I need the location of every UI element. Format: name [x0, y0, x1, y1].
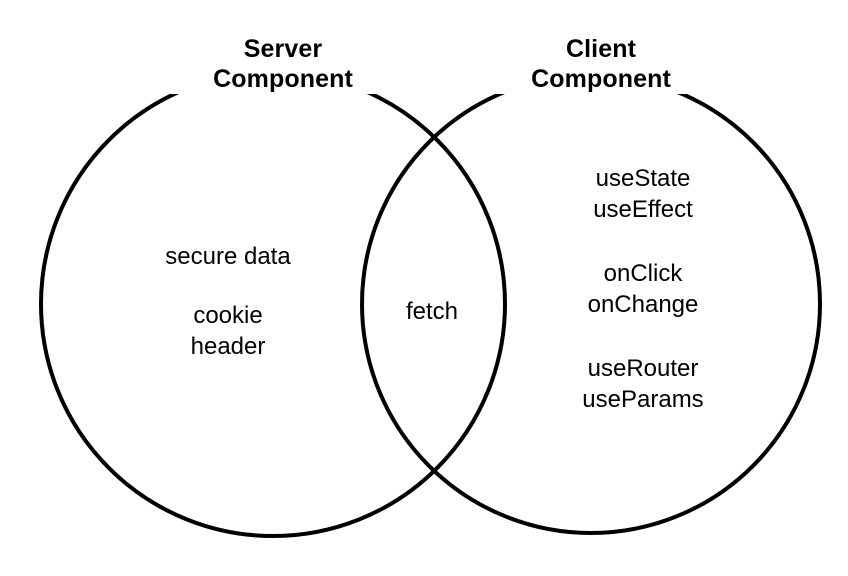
server-component-label: Server Component: [166, 34, 400, 94]
client-item: useState: [595, 165, 691, 192]
shared-item-group: fetch: [370, 296, 494, 327]
server-item: cookie: [193, 302, 263, 329]
client-item: useEffect: [593, 196, 693, 223]
client-component-label-line2: Component: [531, 65, 671, 93]
server-component-label-line2: Component: [213, 65, 353, 93]
server-item-group: cookie header: [83, 300, 373, 362]
server-item: secure data: [165, 243, 291, 270]
client-item-group: useState useEffect: [498, 163, 788, 225]
server-item: header: [190, 333, 266, 360]
client-only-items: useState useEffect onClick onChange useR…: [498, 163, 788, 415]
shared-item: fetch: [405, 298, 459, 325]
client-item: useParams: [582, 386, 704, 413]
client-component-label: Client Component: [484, 34, 718, 94]
client-item: onClick: [603, 260, 683, 287]
client-item: onChange: [587, 291, 699, 318]
shared-items: fetch: [370, 296, 494, 327]
client-item-group: onClick onChange: [498, 258, 788, 320]
client-component-label-line1: Client: [565, 35, 637, 63]
client-item-group: useRouter useParams: [498, 353, 788, 415]
client-item: useRouter: [587, 355, 699, 382]
server-only-items: secure data cookie header: [83, 241, 373, 362]
server-item-group: secure data: [83, 241, 373, 272]
server-component-label-line1: Server: [243, 35, 323, 63]
